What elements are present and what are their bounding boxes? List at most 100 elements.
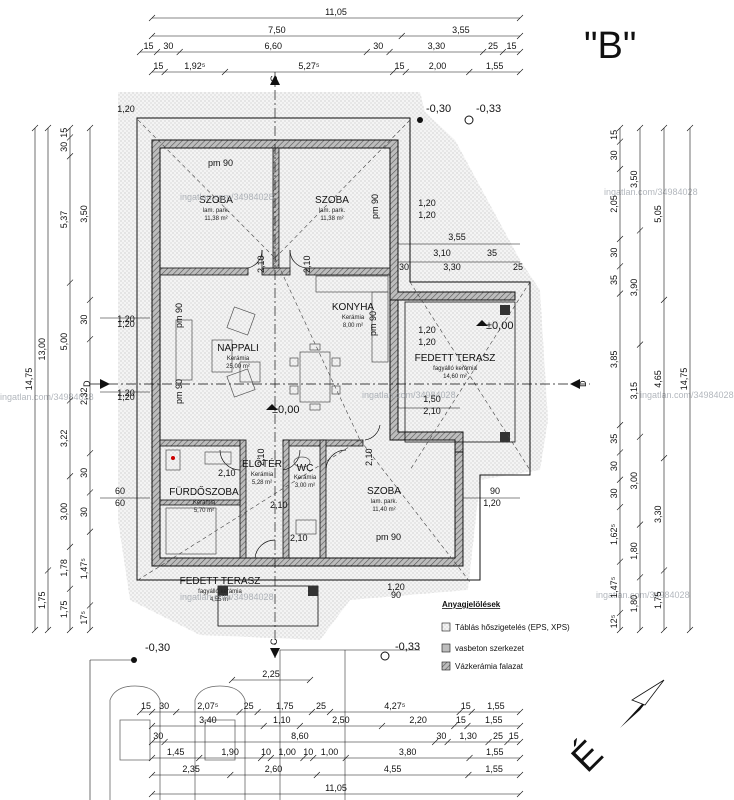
dimension-value: 2,50: [332, 715, 350, 725]
site-lines: [89, 649, 420, 800]
dimension-tick: [260, 722, 267, 730]
dimension-value: 15: [141, 701, 151, 711]
room-terasz-right-floor: fagyálló kerámia: [433, 366, 477, 372]
svg-text:ingatlan.com/34984028: ingatlan.com/34984028: [0, 392, 94, 402]
room-szoba1-area: 11,38 m²: [204, 216, 227, 222]
dimension-tick: [504, 738, 511, 746]
dimension-value: 1,75: [653, 591, 663, 609]
dimension-value: 2,05: [609, 195, 619, 213]
dimension-tick: [66, 134, 74, 141]
dimension-value: 1,45: [167, 747, 185, 757]
svg-text:ingatlan.com/34984028: ingatlan.com/34984028: [596, 590, 690, 600]
room-terasz-front-name: FEDETT TERASZ: [180, 576, 261, 587]
room-furdo-area: 5,70 m²: [194, 508, 214, 514]
dimension-tick: [66, 279, 74, 286]
dimension-value: 5,37: [59, 211, 69, 229]
dimension-tick: [86, 626, 94, 634]
dimension-tick: [221, 68, 229, 76]
dimension-value: 1,20: [418, 337, 436, 347]
dimension-value: 30: [399, 262, 409, 272]
dimension-lines: [31, 14, 694, 798]
dimension-tick: [227, 771, 234, 779]
room-labels: SZOBA lam. park. 11,38 m² SZOBA lam. par…: [169, 195, 495, 603]
dimension-value: 30: [436, 731, 446, 741]
room-nappali-area: 25,00 m²: [226, 364, 250, 370]
door-label: 2,10: [364, 448, 374, 466]
dimension-value: 3,10: [433, 248, 451, 258]
bathroom-fixtures: [165, 449, 317, 555]
dimension-value: 4,55: [384, 764, 402, 774]
dimension-value: 3,00: [59, 503, 69, 521]
dimension-tick: [636, 433, 644, 441]
room-konyha-area: 8,00 m²: [343, 323, 363, 329]
dimension-value: 30: [79, 507, 89, 517]
dimension-tick: [616, 165, 624, 173]
dimension-tick: [66, 626, 74, 634]
dimension-value: 2,32: [79, 387, 89, 405]
dimension-value: 30: [163, 41, 173, 51]
dimension-value: 1,47⁵: [79, 558, 89, 580]
dimension-value: 10: [261, 747, 271, 757]
level-m033-top: -0,33: [476, 103, 501, 115]
room-eloter-name: ELŐTÉR: [242, 456, 282, 470]
dimension-value: 15: [506, 41, 516, 51]
dimension-tick: [148, 708, 156, 716]
plan-title: "B": [584, 25, 636, 67]
dimension-value: 5,00: [59, 333, 69, 351]
dimension-tick: [516, 738, 524, 746]
dimension-tick: [148, 754, 156, 762]
dimension-tick: [485, 738, 492, 746]
dimension-value: 3,50: [629, 170, 639, 188]
dimension-tick: [616, 421, 624, 429]
dimension-tick: [660, 296, 668, 304]
dimension-value: 1,20: [117, 319, 135, 329]
dimension-tick: [636, 227, 644, 234]
dimension-value: 90: [490, 486, 500, 496]
dimension-value: 90: [391, 590, 401, 600]
room-terasz-front-area: 4,55 m²: [210, 597, 230, 603]
dimension-tick: [66, 124, 74, 132]
dimension-tick: [451, 722, 458, 730]
dimension-tick: [308, 708, 316, 716]
legend: Anyagjelölések Táblás hőszigetelés (EPS,…: [441, 600, 570, 671]
dimension-value: 12⁵: [609, 614, 619, 628]
dimension-value: 1,90: [221, 747, 239, 757]
dimension-value: 15: [609, 130, 619, 140]
dimension-tick: [686, 124, 694, 132]
dimension-tick: [456, 708, 463, 716]
dimension-value: 3,30: [653, 506, 663, 524]
dimension-value: 15: [143, 41, 153, 51]
dimension-value: 30: [609, 461, 619, 471]
dimension-value: 25: [488, 41, 498, 51]
dimension-tick: [479, 48, 487, 56]
dimension-tick: [309, 754, 317, 762]
dimension-tick: [176, 48, 183, 56]
room-furdo-floor: Kerámia: [193, 500, 216, 506]
dimension-tick: [66, 585, 74, 593]
dimension-value: 1,20: [117, 388, 135, 398]
room-terasz-front-floor: fagyálló kerámia: [198, 589, 242, 595]
dimension-tick: [136, 708, 144, 716]
dimension-value: 1,50: [423, 394, 441, 404]
window-label: pm 90: [174, 379, 184, 404]
dimension-value: 3,30: [443, 262, 461, 272]
door-label: 2,10: [290, 533, 308, 543]
dimension-value: 13,00: [37, 338, 47, 361]
dimension-value: 3,90: [629, 279, 639, 297]
dimension-value: 1,75: [276, 701, 294, 711]
level-m033-bottom: -0,33: [395, 641, 420, 653]
room-wc-area: 3,00 m²: [295, 483, 315, 489]
dimension-value: 1,20: [117, 314, 135, 324]
dimension-tick: [499, 48, 507, 56]
room-szoba2-floor: lam. park.: [319, 208, 346, 214]
dimension-value: 1,78: [59, 559, 69, 577]
living-furniture: [175, 275, 389, 411]
dimension-value: 2,35: [182, 764, 200, 774]
dimension-value: 15: [456, 715, 466, 725]
room-terasz-right-area: 14,60 m²: [443, 374, 467, 380]
room-terasz-right-name: FEDETT TERASZ: [415, 353, 496, 364]
dimension-tick: [148, 32, 156, 40]
dimension-value: 35: [609, 275, 619, 285]
dimension-tick: [31, 124, 39, 132]
